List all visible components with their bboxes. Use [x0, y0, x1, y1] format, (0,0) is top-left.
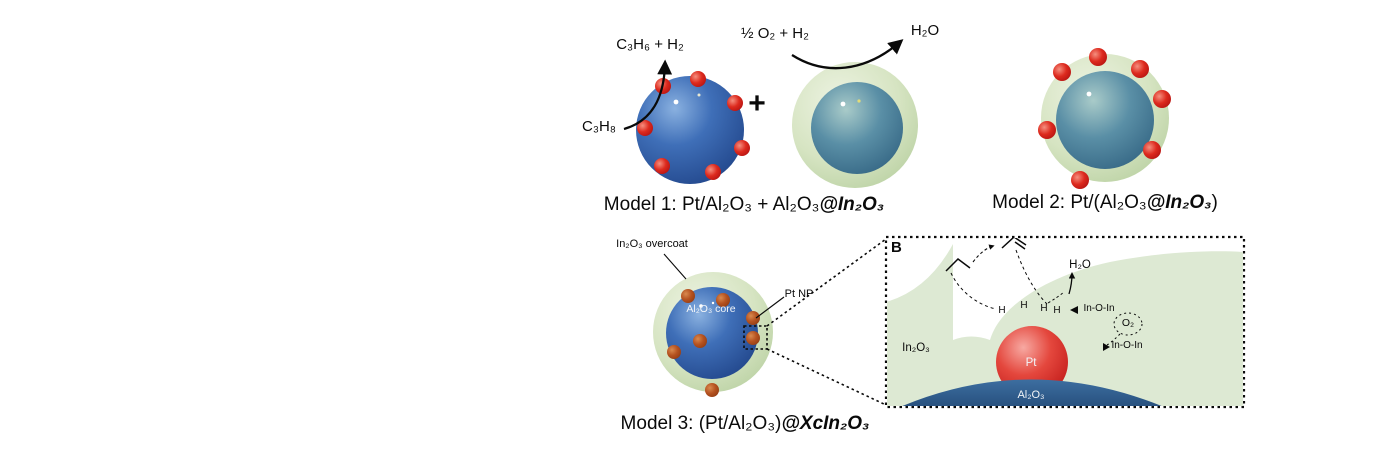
model1-specular-highlight [673, 99, 679, 105]
model1-caption: Model 1: Pt/Al₂O₃ + Al₂O₃@In₂O₃ [604, 195, 884, 215]
model3-caption-emphasis: @XcIn₂O₃ [781, 413, 870, 434]
h-transfer-dashes-right [1015, 249, 1048, 305]
model1-caption-emphasis: @In₂O₃ [819, 194, 885, 215]
propane-skeleton [945, 258, 971, 272]
inset-support-label: In₂O₃ [902, 342, 930, 354]
model1-alumina-sphere [636, 76, 744, 184]
in-o-in-lower-arrowhead [1103, 343, 1110, 351]
inset-overcoat-left [887, 244, 953, 406]
model3-specular-2 [711, 301, 715, 305]
in-o-in-upper-label: In-O-In [1083, 303, 1115, 314]
oxidation-arrow [791, 39, 904, 70]
h-atom-label-3: H [1040, 303, 1048, 314]
o2-dotted-circle [1113, 312, 1143, 336]
zoom-connector-bottom [766, 348, 887, 406]
overcoat-leader-line [663, 253, 687, 280]
model2-specular [1086, 91, 1092, 97]
model3-core [666, 287, 758, 379]
inset-panel-label: B [891, 239, 902, 256]
model2-caption: Model 2: Pt/(Al₂O₃@In₂O₃) [992, 193, 1218, 213]
model1-pt-nanoparticles [637, 71, 750, 180]
pt-np-leader-line [755, 296, 785, 319]
propene-double-bond [1014, 241, 1026, 250]
model2-caption-suffix: ) [1211, 192, 1218, 213]
dehydrogenation-arrow [623, 59, 673, 131]
in-o-in-lower-label: In-O-In [1111, 340, 1143, 351]
pt-np-label: Pt NP [784, 288, 814, 300]
zoom-region-box [743, 325, 768, 350]
in-o-in-left-arrowhead [1070, 306, 1078, 314]
model3-specular [699, 304, 703, 308]
inset-alumina-dome [902, 379, 1162, 406]
h-atom-label-4: H [1053, 305, 1061, 316]
dehydrogenation-dashed-arrow [972, 244, 995, 263]
model1-specular-dot [697, 93, 701, 97]
model1-product-label: C₃H₆ + H₂ [616, 36, 684, 53]
model2-caption-prefix: Model 2: Pt/(Al₂O₃ [992, 192, 1147, 213]
inset-water-label: H₂O [1069, 259, 1091, 271]
h-atom-label-1: H [998, 305, 1006, 316]
oxidation-product-label: H₂O [910, 22, 940, 39]
model2-core [1056, 71, 1154, 169]
o2-to-inoin-dashes [1106, 333, 1121, 346]
model1-caption-prefix: Model 1: Pt/Al₂O₃ + Al₂O₃ [603, 194, 820, 215]
core-label: Al₂O₃ core [686, 303, 736, 315]
overcoat-sphere-core [811, 82, 903, 174]
model3-pt-nanoparticles [667, 289, 760, 397]
h-to-water-dashes [1047, 291, 1065, 304]
overcoat-sphere-dot [857, 99, 861, 103]
model2-caption-emphasis: @In₂O₃ [1146, 192, 1212, 213]
h-atom-label-2: H [1020, 300, 1028, 311]
inset-pt-label: Pt [1025, 357, 1037, 369]
oxygen-label: O₂ [1121, 317, 1135, 329]
zoom-connector-top [766, 238, 887, 327]
oxidation-reactants-label: ½ O₂ + H₂ [741, 25, 809, 42]
plus-sign: + [748, 87, 766, 120]
inset-alumina-label: Al₂O₃ [1017, 389, 1045, 401]
model3-caption-prefix: Model 3: (Pt/Al₂O₃) [620, 413, 782, 434]
model3-caption: Model 3: (Pt/Al₂O₃)@XcIn₂O₃ [621, 414, 870, 434]
inset-graphics [887, 238, 1243, 406]
h-transfer-dashes-left [950, 272, 997, 310]
overcoat-label: In₂O₃ overcoat [616, 238, 688, 250]
overcoat-sphere-specular [840, 101, 846, 107]
water-formation-arrow [1068, 272, 1076, 295]
propene-skeleton [1001, 238, 1027, 249]
model2-pt-nanoparticles [1038, 48, 1171, 189]
model1-reactant-label: C₃H₈ [582, 118, 616, 135]
